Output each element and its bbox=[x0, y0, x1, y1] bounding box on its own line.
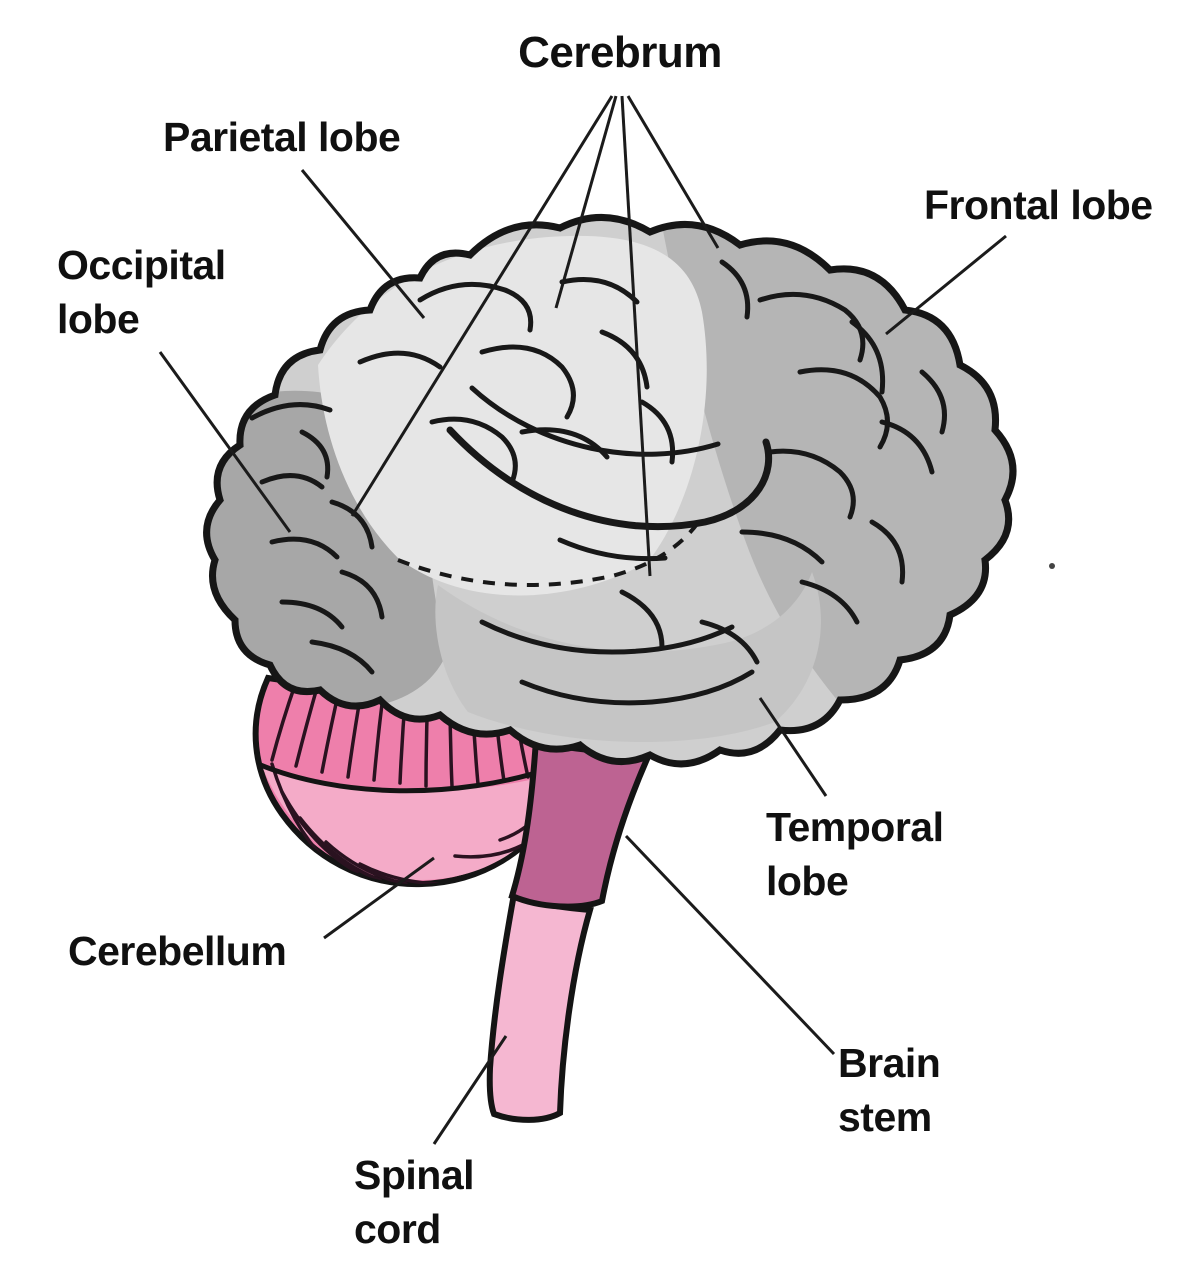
spinal-cord-shape bbox=[486, 889, 594, 1123]
cerebrum-leader-line-3 bbox=[620, 95, 652, 577]
ink-speck bbox=[1049, 563, 1055, 569]
label-spinal-cord: Spinal cord bbox=[354, 1152, 475, 1253]
label-cerebellum: Cerebellum bbox=[68, 928, 287, 974]
label-parietal-lobe: Parietal lobe bbox=[163, 114, 401, 160]
parietal-leader-line bbox=[300, 169, 426, 319]
cerebrum-leader-line-4 bbox=[626, 95, 720, 249]
occipital-leader-line bbox=[158, 351, 292, 533]
label-brain-stem: Brain stem bbox=[838, 1040, 941, 1141]
sulci-lines bbox=[249, 259, 947, 706]
cerebrum-leader-line-2 bbox=[554, 95, 618, 309]
temporal-lobe-region bbox=[435, 572, 821, 743]
cerebellum-leader-line bbox=[323, 856, 435, 940]
lateral-sulcus-line bbox=[446, 426, 773, 531]
leader-lines bbox=[158, 95, 1007, 1145]
label-cerebrum: Cerebrum bbox=[518, 28, 722, 77]
temporal-leader-line bbox=[758, 697, 828, 797]
spinal-cord-leader-line bbox=[432, 1035, 508, 1145]
brain-stem-shape bbox=[508, 736, 658, 910]
cerebellum-fold-line bbox=[257, 761, 553, 794]
label-temporal-lobe: Temporal lobe bbox=[766, 804, 944, 905]
dashed-lobe-boundary bbox=[397, 518, 702, 587]
label-frontal-lobe: Frontal lobe bbox=[924, 182, 1153, 228]
brain-stem-leader-line bbox=[624, 834, 836, 1056]
frontal-leader-line bbox=[885, 234, 1007, 336]
label-occipital-lobe: Occipital lobe bbox=[57, 242, 226, 343]
cerebrum-leader-line-1 bbox=[350, 95, 614, 517]
cerebellum-shape bbox=[256, 678, 563, 884]
